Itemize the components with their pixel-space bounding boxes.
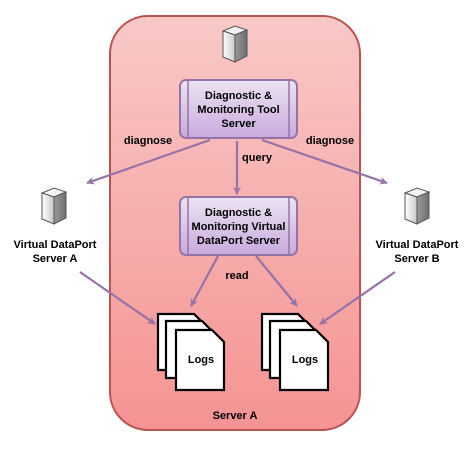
edge-vdp-b-to-logs: [319, 271, 396, 325]
edge-diagnose-right: [261, 138, 388, 185]
monitoring-vdp-label-line-1: Diagnostic &: [205, 207, 272, 219]
edge-read-left: [190, 255, 219, 307]
monitoring-vdp-label-line-3: DataPort Server: [197, 235, 281, 247]
vdp-b-label-line-2: Server B: [394, 253, 439, 265]
monitoring-vdp-label-line-2: Monitoring Virtual: [192, 221, 286, 233]
edge-label-diagnose-left: diagnose: [124, 135, 172, 147]
vdp-a-label-line-1: Virtual DataPort: [14, 239, 97, 251]
monitoring-tool-label-line-2: Monitoring Tool: [197, 104, 279, 116]
edge-label-query: query: [242, 152, 273, 164]
monitoring-tool-label-line-3: Server: [221, 118, 256, 130]
edge-label-diagnose-right: diagnose: [306, 135, 354, 147]
edge-label-read: read: [225, 270, 248, 282]
edge-read-right: [255, 255, 298, 307]
logs-left-label: Logs: [188, 354, 214, 366]
logs-right: Logs: [260, 312, 330, 392]
edge-diagnose-left: [86, 138, 211, 185]
node-monitoring-tool-server: Diagnostic & Monitoring Tool Server: [179, 79, 298, 139]
monitoring-tool-label-line-1: Diagnostic &: [205, 90, 272, 102]
vdp-b-label-line-1: Virtual DataPort: [376, 239, 459, 251]
logs-left: Logs: [156, 312, 226, 392]
container-label: Server A: [213, 410, 258, 422]
edge-vdp-a-to-logs: [79, 271, 156, 325]
vdp-a-label-line-2: Server A: [33, 253, 78, 265]
server-icon-top: [222, 25, 248, 63]
server-icon-b: [404, 187, 430, 225]
server-icon-a: [41, 187, 67, 225]
node-monitoring-vdp-server: Diagnostic & Monitoring Virtual DataPort…: [179, 196, 298, 256]
logs-right-label: Logs: [292, 354, 318, 366]
